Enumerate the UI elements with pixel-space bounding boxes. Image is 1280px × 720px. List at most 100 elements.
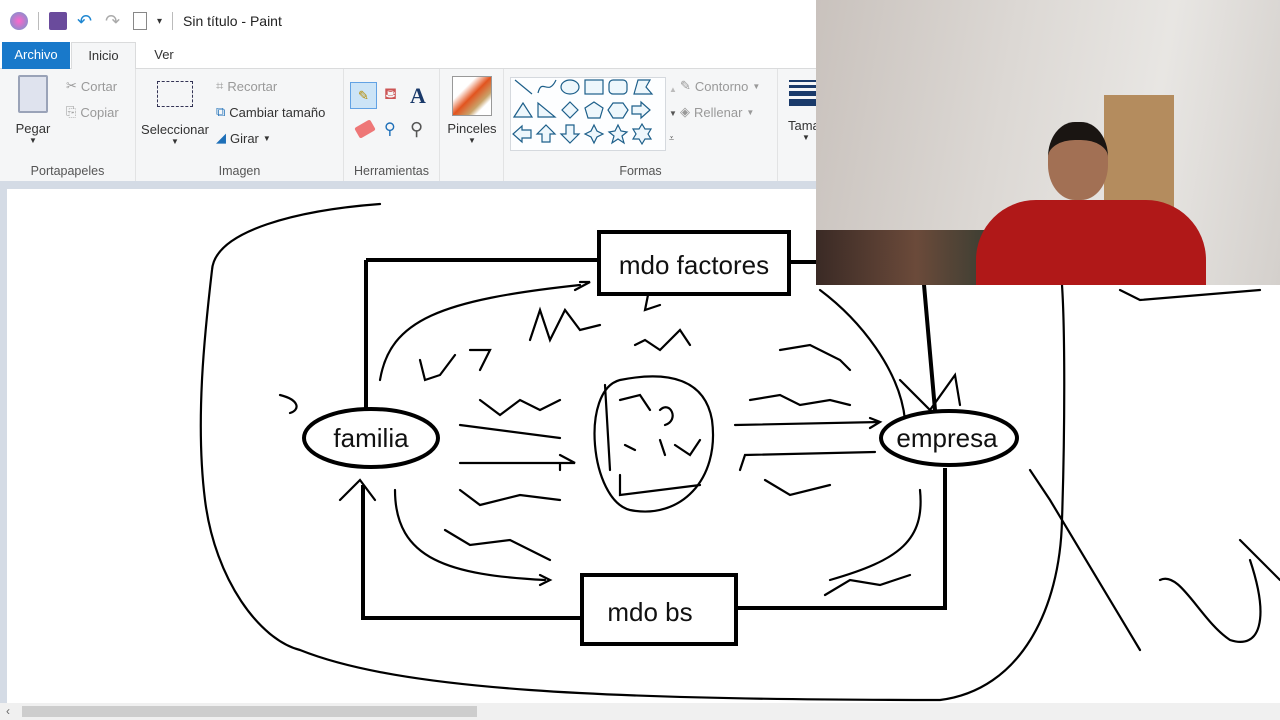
clipboard-group: Pegar ▼ ✂Cortar ⎘Copiar Portapapeles [0,69,136,181]
crop-icon: ⌗ [216,78,224,93]
familia-node [302,407,440,469]
line-size-icon [789,80,817,106]
selection-icon [157,81,193,107]
copy-label: Copiar [80,104,119,120]
crop-label: Recortar [227,78,278,94]
undo-icon[interactable]: ↶ [77,11,93,31]
fill-icon: ◈ [680,104,690,119]
six-point-star-shape-icon [631,122,653,146]
redo-icon[interactable]: ↷ [105,11,121,31]
text-icon[interactable]: A [410,83,426,108]
copy-button[interactable]: ⎘Copiar [66,104,119,120]
shapes-group-label: Formas [619,164,662,178]
triangle-shape-icon [512,101,534,118]
money-circle [593,375,715,513]
cut-label: Cortar [80,78,118,94]
outline-icon: ✎ [680,78,691,93]
diagram-drawing: mdo factores familia empresa mdo bs [199,202,1280,702]
four-point-star-shape-icon [583,123,605,145]
tab-inicio[interactable]: Inicio [71,42,136,70]
outline-button[interactable]: ✎Contorno▼ [680,78,761,94]
tools-group: ✎ ⛾ A ⚲ ⚲ Herramientas [344,69,440,181]
brushes-button[interactable]: Pinceles ▼ [444,76,500,145]
horizontal-scrollbar[interactable]: ‹ [0,703,1280,720]
right-arrow-shape-icon [631,100,651,120]
fill-button[interactable]: ◈Rellenar▼ [680,104,755,120]
curve-shape-icon [537,79,557,94]
color-picker-icon[interactable]: ⚲ [384,121,396,138]
oval-shape-icon [560,79,580,95]
copy-icon: ⎘ [66,104,77,119]
eraser-icon[interactable] [354,119,376,139]
right-triangle-shape-icon [537,101,557,118]
left-arrow-shape-icon [512,124,532,144]
fill-bucket-icon[interactable]: ⛾ [384,86,398,103]
image-group: Seleccionar ▼ ⌗Recortar ⧉Cambiar tamaño … [136,69,344,181]
up-arrow-shape-icon [535,124,557,143]
mdo-bs-box [580,573,738,646]
scroll-left-icon[interactable]: ‹ [6,704,10,718]
shapes-group: ▲ ▼ ⩡ ✎Contorno▼ ◈ Rellenar ▼ Formas [504,69,778,181]
tab-ver[interactable]: Ver [154,47,174,62]
rectangle-shape-icon [584,79,604,95]
resize-button[interactable]: ⧉Cambiar tamaño [216,104,325,120]
shapes-gallery[interactable]: ▲ ▼ ⩡ [510,77,678,151]
fill-label: Rellenar [694,104,743,120]
divider [172,12,174,30]
empresa-label: empresa [896,423,998,453]
familia-label: familia [333,423,409,453]
size-label: Tama [788,118,820,133]
outer-loop-stroke [199,202,1066,702]
paste-label: Pegar [15,121,51,136]
new-file-icon[interactable] [133,12,147,30]
crop-button[interactable]: ⌗Recortar [216,78,277,94]
person-head [1048,122,1108,200]
diamond-shape-icon [561,101,579,119]
gallery-up-icon[interactable]: ▲ [669,85,677,94]
empresa-node [879,409,1019,467]
mdo-bs-label: mdo bs [607,597,692,627]
rotate-button[interactable]: ◢Girar▼ [216,130,271,146]
mdo-factores-label: mdo factores [619,250,769,280]
image-group-label: Imagen [218,164,261,178]
clipboard-icon [18,75,48,113]
select-button[interactable]: Seleccionar ▼ [140,81,210,146]
save-icon[interactable] [49,12,67,30]
line-shape-icon [514,79,533,95]
paint-app-icon [10,12,28,30]
drawing-canvas[interactable]: mdo factores familia empresa mdo bs [7,189,1280,703]
scribbles [278,288,1280,652]
rounded-rectangle-shape-icon [608,79,628,95]
outline-label: Contorno [694,78,749,94]
rotate-icon: ◢ [216,130,226,145]
gallery-down-icon[interactable]: ▼ [669,109,677,118]
paste-button[interactable]: Pegar ▼ [8,75,58,145]
pentagon-shape-icon [584,101,604,119]
person-body [976,200,1206,285]
size-button[interactable]: Tama ▼ [786,77,826,142]
pencil-icon[interactable]: ✎ [350,82,377,109]
five-point-star-shape-icon [607,123,629,145]
brushes-label: Pinceles [447,121,497,136]
window-title: Sin título - Paint [183,13,282,29]
gallery-expand-icon[interactable]: ⩡ [669,133,674,143]
customize-quick-access-icon[interactable]: ▾ [157,15,163,27]
resize-label: Cambiar tamaño [229,104,326,120]
ribbon-bottom-border [0,181,1280,189]
select-label: Seleccionar [141,122,209,137]
polygon-shape-icon [633,79,654,95]
mdo-fin-scribble [603,383,702,497]
scissors-icon: ✂ [66,78,77,93]
scrollbar-thumb[interactable] [22,706,477,717]
rotate-label: Girar [230,130,259,146]
mdo-factores-box [597,230,791,296]
webcam-overlay [816,0,1280,285]
magnifier-icon[interactable]: ⚲ [410,119,424,139]
resize-icon: ⧉ [216,104,226,119]
brushes-group: Pinceles ▼ [440,69,504,181]
tab-archivo[interactable]: Archivo [2,42,70,69]
canvas-area: mdo factores familia empresa mdo bs [0,189,1280,703]
inner-loop-stroke [378,283,922,582]
connector-lines [361,258,947,620]
cut-button[interactable]: ✂Cortar [66,78,117,94]
